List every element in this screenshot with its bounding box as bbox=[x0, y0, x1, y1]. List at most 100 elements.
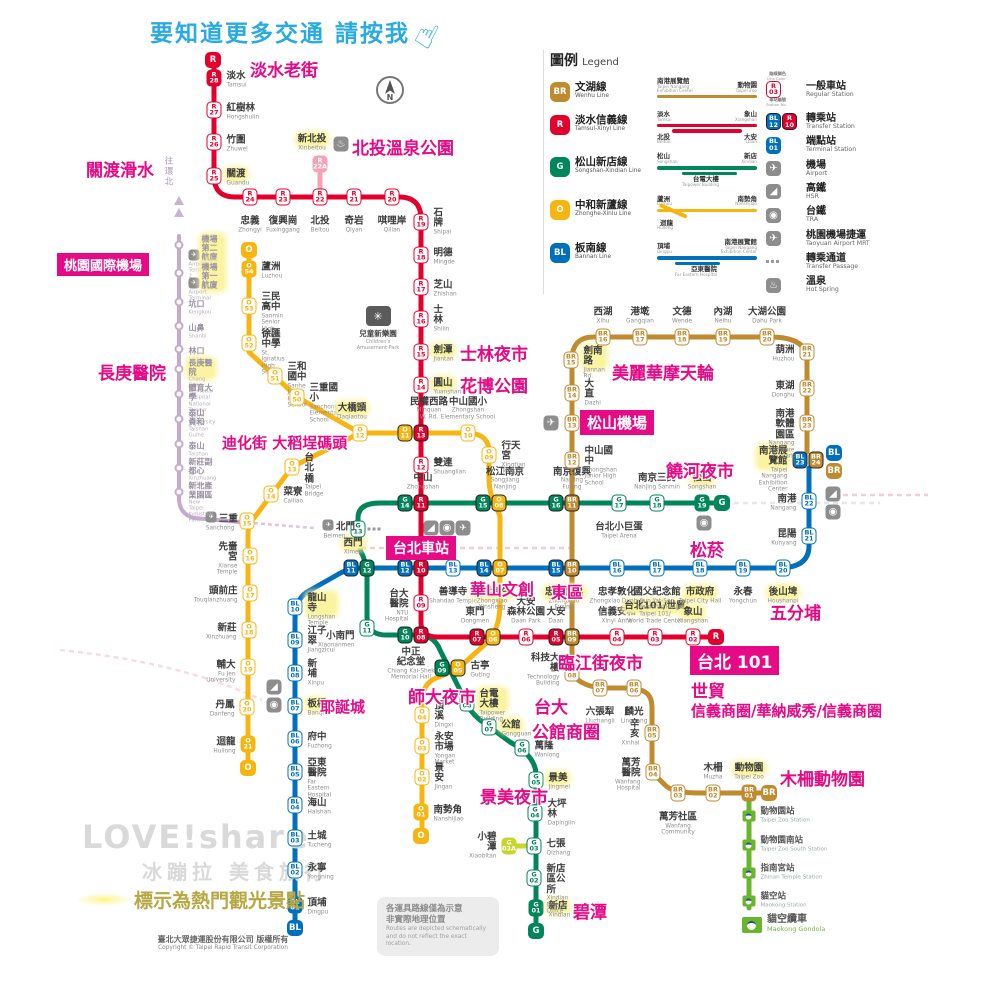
station-Linkou[interactable]: 林口Linkou bbox=[174, 344, 206, 362]
